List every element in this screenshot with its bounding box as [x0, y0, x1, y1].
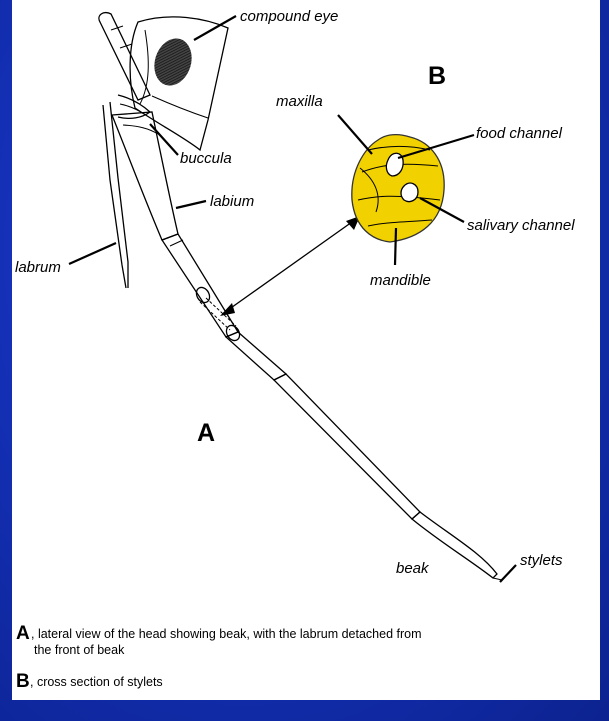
caption: A , lateral view of the head showing bea… — [16, 623, 422, 692]
label-beak: beak — [396, 560, 430, 577]
caption-a-line1: , lateral view of the head showing beak,… — [31, 627, 422, 641]
stylet-cross-section — [352, 135, 444, 242]
caption-b-line1: , cross section of stylets — [30, 675, 163, 689]
label-mandible: mandible — [370, 272, 431, 289]
caption-a-line2: the front of beak — [34, 643, 125, 657]
label-stylets: stylets — [520, 552, 563, 569]
cross-section-arrow — [220, 216, 360, 316]
label-labium: labium — [210, 193, 254, 210]
label-salivary-channel: salivary channel — [467, 217, 575, 234]
label-food-channel: food channel — [476, 125, 563, 142]
panel-label-a: A — [197, 419, 215, 447]
label-labrum: labrum — [15, 259, 61, 276]
compound-eye-icon — [148, 34, 197, 91]
label-compound-eye: compound eye — [240, 8, 338, 25]
label-buccula: buccula — [180, 150, 232, 167]
caption-b-letter: B — [16, 671, 30, 692]
caption-a-letter: A — [16, 623, 30, 644]
label-maxilla: maxilla — [276, 93, 323, 110]
panel-label-b: B — [428, 62, 446, 90]
labrum — [103, 102, 128, 288]
